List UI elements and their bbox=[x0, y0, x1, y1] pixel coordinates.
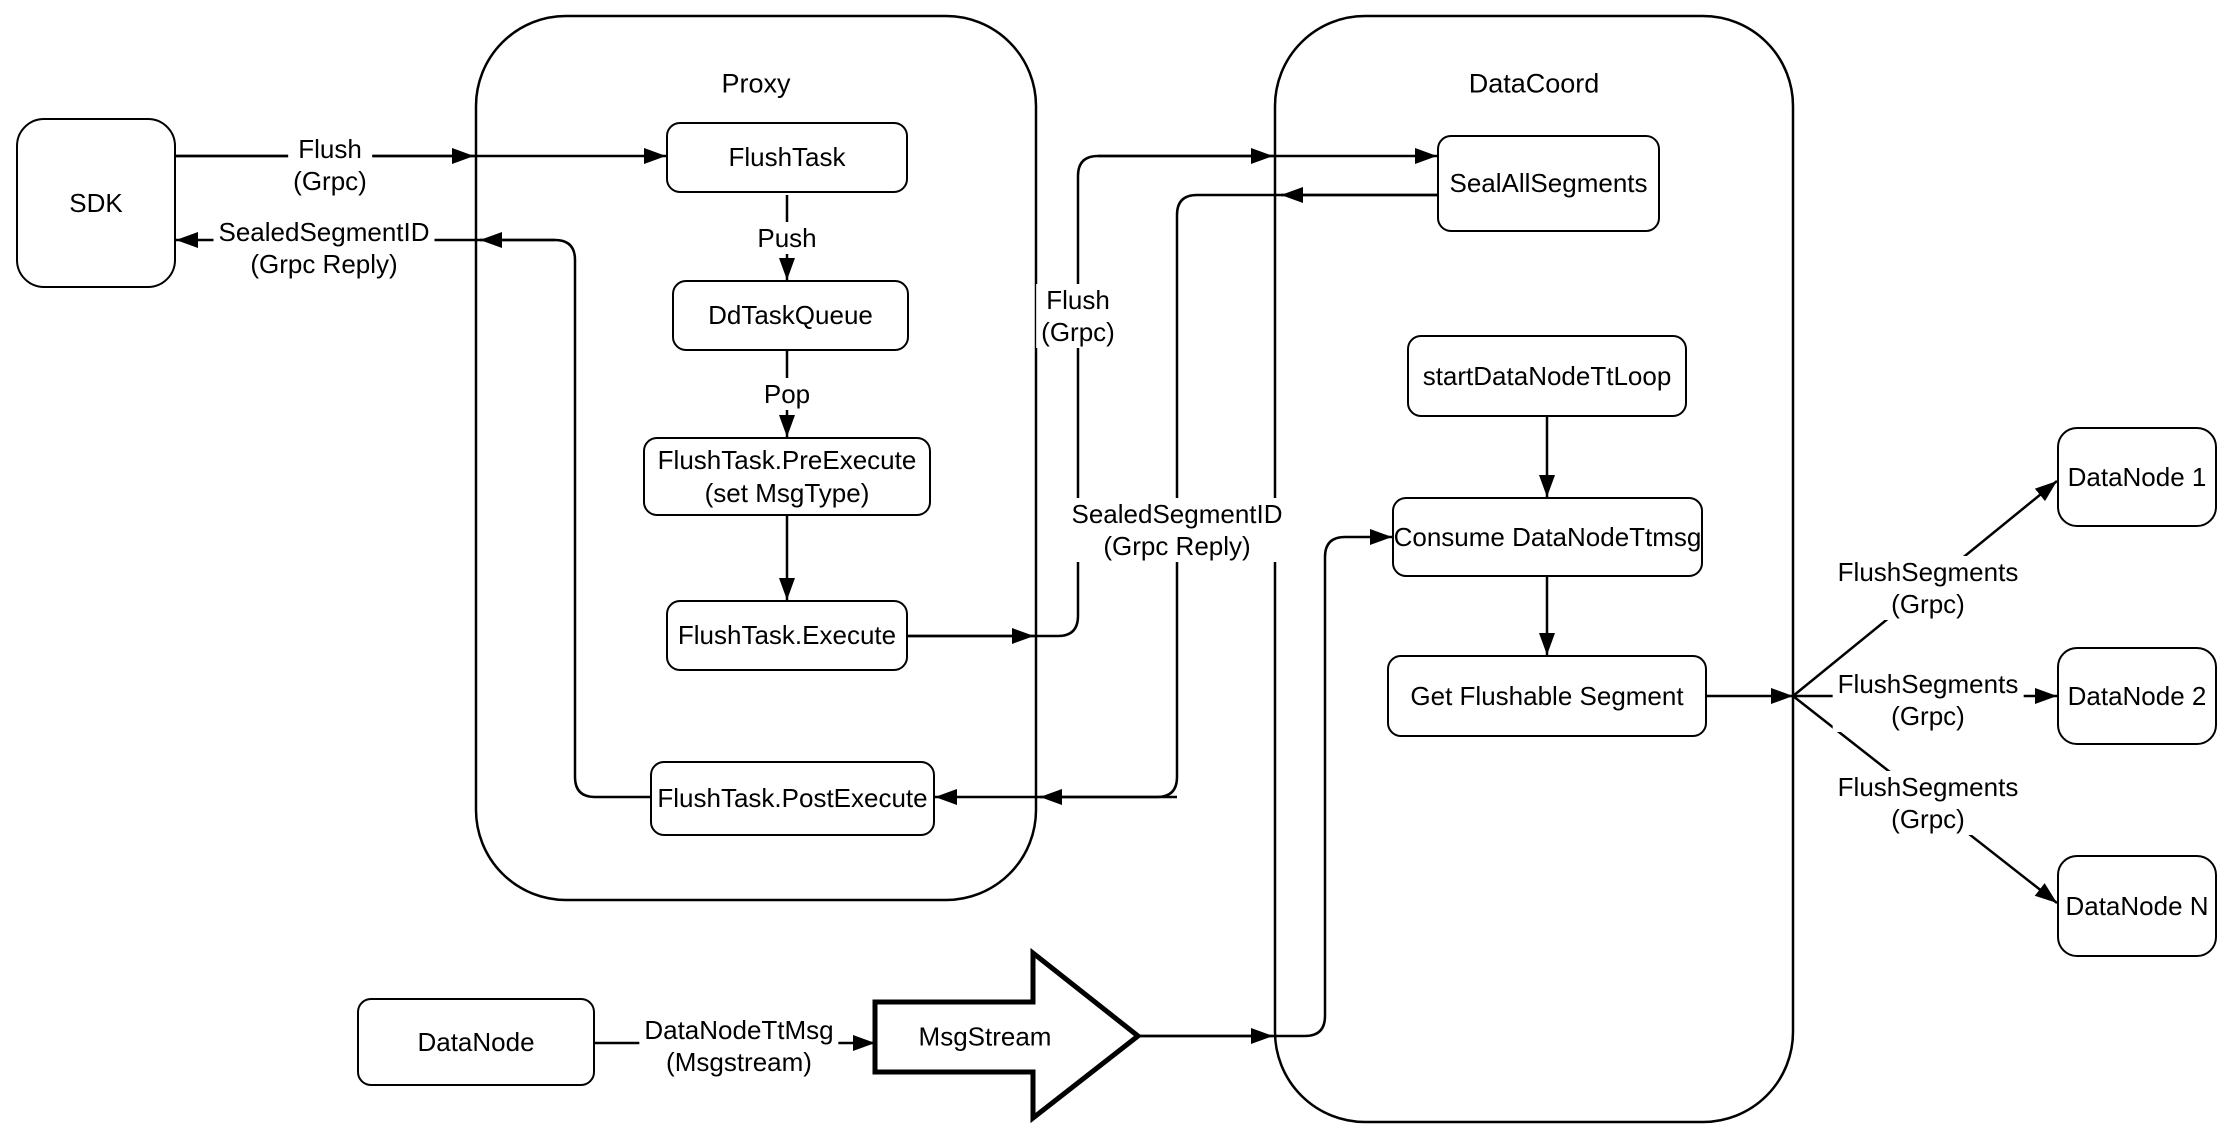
node-postexecute: FlushTask.PostExecute bbox=[650, 761, 935, 836]
node-ddtaskqueue: DdTaskQueue bbox=[672, 280, 909, 351]
edge-label-pop: Pop bbox=[758, 378, 816, 410]
edge-label-push: Push bbox=[752, 222, 822, 254]
edge-label-flushsegments-1: FlushSegments (Grpc) bbox=[1832, 556, 2024, 620]
edge-sealallsegments-postexecute bbox=[935, 193, 1437, 805]
node-getflushablesegment-label: Get Flushable Segment bbox=[1410, 680, 1684, 711]
node-sdk: SDK bbox=[16, 118, 176, 288]
edge-label-sealedsegmentid-reply-mid-line2: (Grpc Reply) bbox=[1103, 531, 1251, 561]
edge-label-flush-grpc-mid: Flush (Grpc) bbox=[1036, 284, 1120, 348]
node-sealallsegments: SealAllSegments bbox=[1437, 135, 1660, 232]
edge-label-sealedsegmentid-reply-out-line1: SealedSegmentID bbox=[218, 217, 430, 247]
edge-label-sealedsegmentid-reply-out: SealedSegmentID (Grpc Reply) bbox=[213, 216, 435, 280]
edge-label-flushsegments-3-line1: FlushSegments bbox=[1837, 772, 2019, 802]
node-execute: FlushTask.Execute bbox=[666, 600, 908, 671]
edge-label-flushsegments-1-line1: FlushSegments bbox=[1837, 557, 2019, 587]
edge-label-flush-grpc-in: Flush (Grpc) bbox=[288, 133, 372, 197]
edge-label-datanodettmsg-line1: DataNodeTtMsg bbox=[644, 1015, 834, 1045]
node-sdk-label: SDK bbox=[69, 187, 123, 218]
msgstream-shape-label: MsgStream bbox=[918, 1021, 1052, 1052]
node-ddtaskqueue-label: DdTaskQueue bbox=[708, 300, 873, 330]
node-consumedatanodettmsg-label: Consume DataNodeTtmsg bbox=[1393, 521, 1702, 552]
edge-label-sealedsegmentid-reply-out-line2: (Grpc Reply) bbox=[250, 249, 398, 279]
edge-label-flushsegments-3-line2: (Grpc) bbox=[1891, 804, 1965, 834]
node-consumedatanodettmsg: Consume DataNodeTtmsg bbox=[1392, 497, 1703, 577]
edge-label-push-text: Push bbox=[757, 223, 817, 253]
edge-postexecute-sdk bbox=[176, 232, 650, 799]
edge-label-flushsegments-1-line2: (Grpc) bbox=[1891, 589, 1965, 619]
proxy-container-title: Proxy bbox=[721, 68, 791, 99]
node-startdatanodettloop: startDataNodeTtLoop bbox=[1407, 335, 1687, 417]
node-datanoden: DataNode N bbox=[2057, 855, 2217, 957]
edge-label-flush-grpc-in-line1: Flush bbox=[298, 134, 362, 164]
datacoord-container-title: DataCoord bbox=[1468, 68, 1600, 99]
node-datanoden-label: DataNode N bbox=[2065, 890, 2209, 921]
node-getflushablesegment: Get Flushable Segment bbox=[1387, 655, 1707, 737]
edge-label-flushsegments-3: FlushSegments (Grpc) bbox=[1832, 771, 2024, 835]
edge-label-flush-grpc-in-line2: (Grpc) bbox=[293, 166, 367, 196]
node-postexecute-label: FlushTask.PostExecute bbox=[657, 783, 928, 813]
edge-label-pop-text: Pop bbox=[763, 379, 811, 409]
node-preexecute: FlushTask.PreExecute (set MsgType) bbox=[643, 437, 931, 516]
node-preexecute-label-line1: FlushTask.PreExecute bbox=[657, 444, 917, 475]
edge-label-flush-grpc-mid-line2: (Grpc) bbox=[1041, 317, 1115, 347]
edge-label-flush-grpc-mid-line1: Flush bbox=[1046, 285, 1110, 315]
edge-label-flushsegments-2-line2: (Grpc) bbox=[1891, 701, 1965, 731]
node-flushtask-label: FlushTask bbox=[728, 142, 846, 172]
edge-label-flushsegments-2-line1: FlushSegments bbox=[1837, 669, 2019, 699]
edge-label-datanodettmsg: DataNodeTtMsg (Msgstream) bbox=[639, 1014, 839, 1078]
edge-execute-sealallsegments bbox=[908, 148, 1437, 638]
node-datanode2-label: DataNode 2 bbox=[2067, 680, 2207, 711]
edge-label-flushsegments-2: FlushSegments (Grpc) bbox=[1832, 668, 2024, 732]
edge-msgstream-consume bbox=[1138, 529, 1392, 1038]
node-datanode1: DataNode 1 bbox=[2057, 427, 2217, 527]
node-sealallsegments-label: SealAllSegments bbox=[1449, 168, 1648, 198]
node-flushtask: FlushTask bbox=[666, 122, 908, 193]
node-datanode: DataNode bbox=[357, 998, 595, 1086]
node-datanode-label: DataNode bbox=[417, 1026, 535, 1057]
edge-label-sealedsegmentid-reply-mid-line1: SealedSegmentID bbox=[1071, 499, 1283, 529]
edge-label-datanodettmsg-line2: (Msgstream) bbox=[666, 1047, 812, 1077]
edge-label-sealedsegmentid-reply-mid: SealedSegmentID (Grpc Reply) bbox=[1066, 498, 1288, 562]
node-startdatanodettloop-label: startDataNodeTtLoop bbox=[1422, 360, 1672, 391]
node-preexecute-label-line2: (set MsgType) bbox=[704, 477, 870, 508]
node-datanode1-label: DataNode 1 bbox=[2067, 461, 2207, 492]
node-datanode2: DataNode 2 bbox=[2057, 647, 2217, 745]
node-execute-label: FlushTask.Execute bbox=[677, 620, 897, 650]
